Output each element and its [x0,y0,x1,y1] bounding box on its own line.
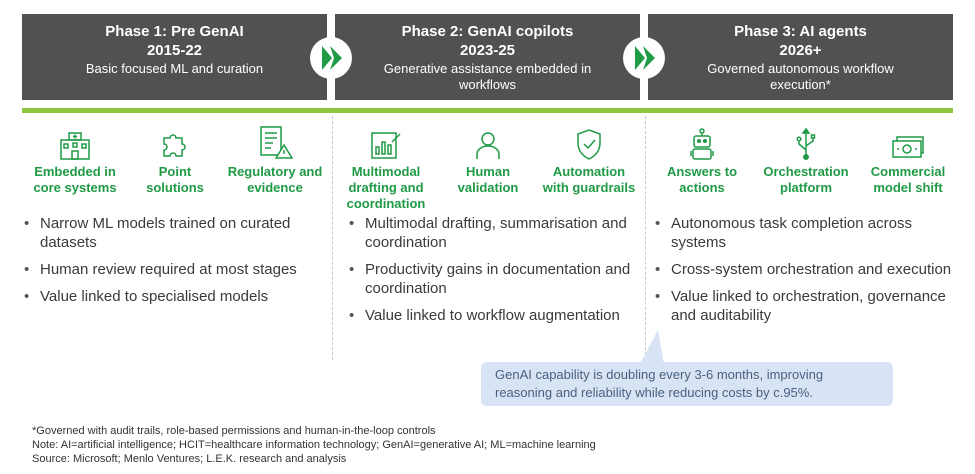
phase-subtitle: Basic focused ML and curation [85,61,264,76]
phase-3-header: Phase 3: AI agents 2026+ Governed autono… [648,14,953,100]
feature-label: Orchestration platform [763,164,849,195]
feature-multimodal: Multimodal drafting and coordination [340,124,432,212]
column-divider [332,116,333,360]
phase-title: Phase 3: AI agents [734,23,867,40]
callout-pointer [640,330,664,364]
list-item: Value linked to workflow augmentation [347,306,637,325]
list-item: Narrow ML models trained on curated data… [22,214,322,252]
feature-point-solutions: Point solutions [136,124,214,196]
phase-years: 2023-25 [459,42,516,59]
feature-label: Point solutions [146,164,204,195]
list-item: Autonomous task completion across system… [653,214,953,252]
footnote: *Governed with audit trails, role-based … [32,425,436,437]
feature-label: Commercial model shift [870,164,946,195]
person-icon [448,124,528,160]
footnote: Note: AI=artificial intelligence; HCIT=h… [32,439,596,451]
usb-network-icon [754,124,858,160]
shield-check-icon [540,124,638,160]
list-item: Productivity gains in documentation and … [347,260,637,298]
feature-label: Automation with guardrails [542,164,636,195]
column-divider [645,116,646,360]
feature-label: Embedded in core systems [33,164,117,195]
list-item: Human review required at most stages [22,260,322,279]
callout-box: GenAI capability is doubling every 3-6 m… [481,362,893,406]
phase-title: Phase 2: GenAI copilots [401,23,574,40]
feature-embedded: Embedded in core systems [22,124,128,196]
puzzle-icon [136,124,214,160]
list-item: Multimodal drafting, summarisation and c… [347,214,637,252]
feature-regulatory: Regulatory and evidence [220,124,330,196]
phase-title: Phase 1: Pre GenAI [105,23,244,40]
phase-subtitle: Governed autonomous workflow execution* [707,61,894,92]
feature-label: Multimodal drafting and coordination [346,164,426,211]
footnotes: *Governed with audit trails, role-based … [32,424,596,466]
phase-1-header: Phase 1: Pre GenAI 2015-22 Basic focused… [22,14,327,100]
hospital-icon [22,124,128,160]
phase-2-bullets: Multimodal drafting, summarisation and c… [347,214,637,333]
footnote: Source: Microsoft; Menlo Ventures; L.E.K… [32,453,347,465]
list-item: Value linked to specialised models [22,287,322,306]
feature-answers-actions: Answers to actions [658,124,746,196]
phase-years: 2015-22 [146,42,203,59]
phase-3-bullets: Autonomous task completion across system… [653,214,953,333]
feature-label: Regulatory and evidence [227,164,323,195]
chevron-right-icon [310,37,352,79]
phase-2-header: Phase 2: GenAI copilots 2023-25 Generati… [335,14,640,100]
feature-commercial: Commercial model shift [862,124,954,196]
document-warning-icon [220,124,330,160]
feature-automation: Automation with guardrails [540,124,638,196]
feature-label: Answers to actions [666,164,738,195]
money-icon [862,124,954,160]
feature-label: Human validation [457,164,519,195]
robot-icon [658,124,746,160]
list-item: Value linked to orchestration, governanc… [653,287,953,325]
feature-human-validation: Human validation [448,124,528,196]
feature-orchestration: Orchestration platform [754,124,858,196]
list-item: Cross-system orchestration and execution [653,260,953,279]
chevron-right-icon [623,37,665,79]
phase-1-bullets: Narrow ML models trained on curated data… [22,214,322,314]
green-separator-bar [22,108,953,113]
phase-subtitle: Generative assistance embedded in workfl… [383,61,592,92]
phase-years: 2026+ [779,42,822,59]
chart-edit-icon [340,124,432,160]
